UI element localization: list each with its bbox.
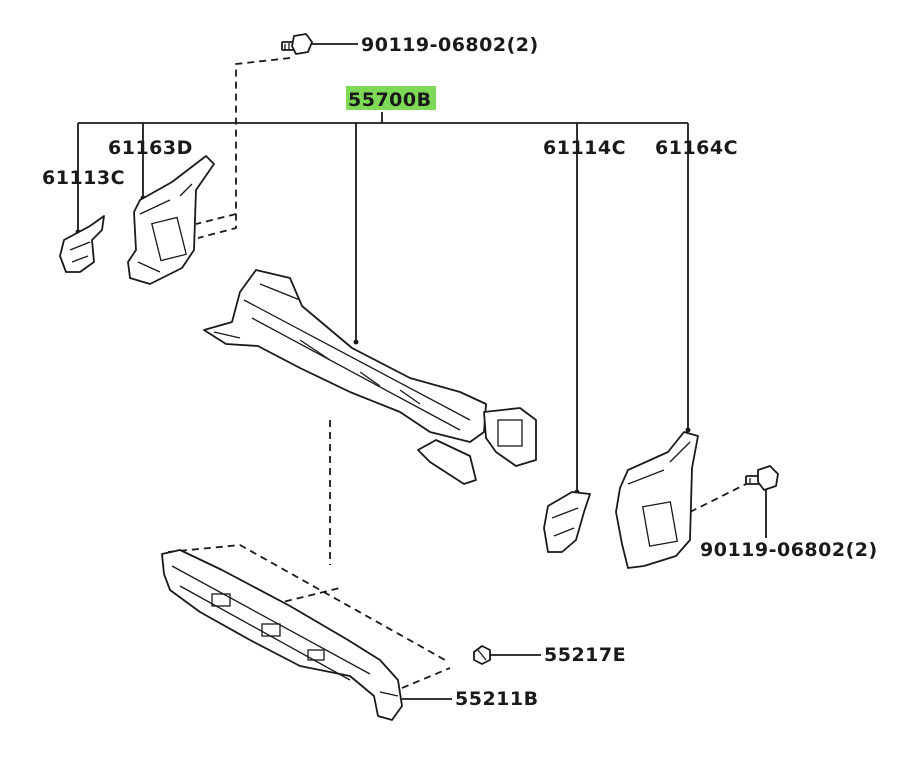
label-panel-right: 61164C <box>655 137 738 159</box>
label-bracket-left-outer: 61113C <box>42 167 125 189</box>
label-bolt-top: 90119-06802(2) <box>361 34 539 56</box>
label-main-assembly: 55700B <box>348 89 432 111</box>
bracket-left-outer-part <box>59 215 105 273</box>
bolt-right-part <box>745 465 779 491</box>
panel-left-part <box>127 155 215 285</box>
bracket-right-inner-part <box>543 491 591 553</box>
bolt-top-part <box>281 33 313 55</box>
main-assembly-highlight <box>346 86 436 110</box>
panel-right-part <box>615 431 699 569</box>
clip-part <box>473 645 491 665</box>
main-cowl-assembly-part <box>203 269 537 485</box>
label-bolt-right: 90119-06802(2) <box>700 539 878 561</box>
lower-panel-part <box>161 549 403 721</box>
label-panel-left: 61163D <box>108 137 193 159</box>
label-clip: 55217E <box>544 644 626 666</box>
label-bracket-right-inner: 61114C <box>543 137 626 159</box>
label-lower-panel: 55211B <box>455 688 539 710</box>
